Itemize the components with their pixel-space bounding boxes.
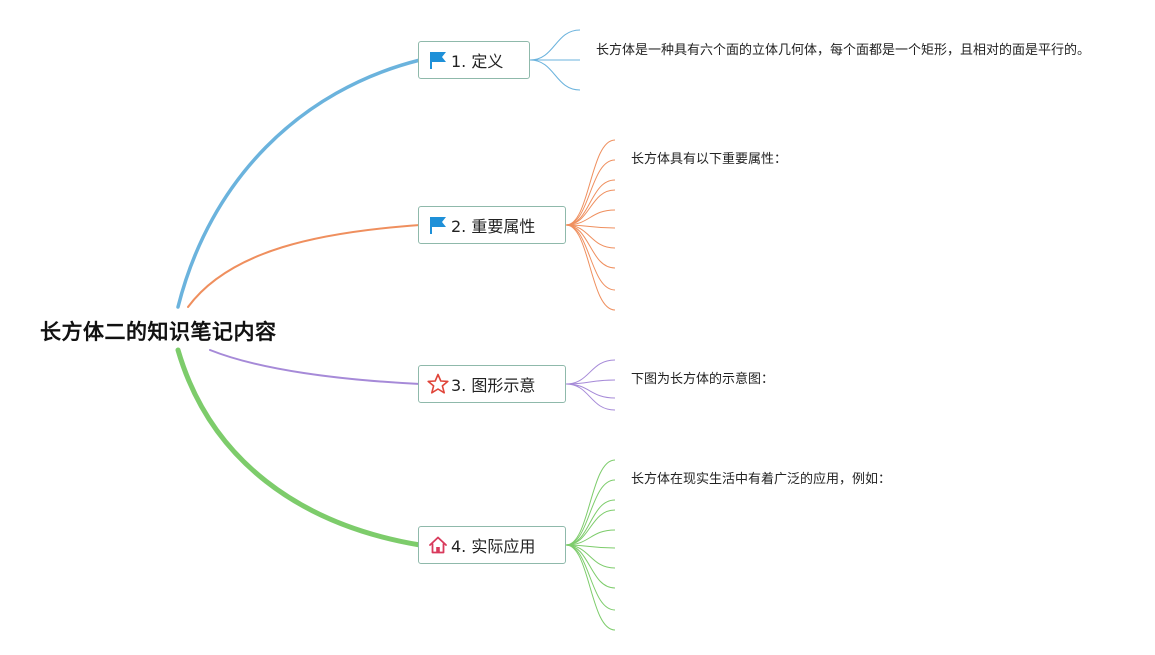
- branch-connector-diagram: [209, 349, 421, 385]
- flag-icon: [427, 49, 449, 71]
- topic-label: 2. 重要属性: [451, 217, 536, 236]
- diagram-leaf-connectors: [565, 359, 616, 411]
- topic-label: 4. 实际应用: [451, 537, 536, 556]
- star-icon: [427, 373, 449, 395]
- topic-label: 3. 图形示意: [451, 376, 536, 395]
- branch-connector-definition: [176, 58, 422, 309]
- root-topic[interactable]: 长方体二的知识笔记内容: [40, 320, 277, 344]
- application-leaf-connectors: [565, 459, 616, 631]
- application-note: 长方体在现实生活中有着广泛的应用，例如：: [631, 472, 892, 487]
- definition-leaf-connectors: [529, 29, 581, 91]
- home-icon: [427, 534, 449, 556]
- topic-definition[interactable]: 1. 定义: [418, 41, 530, 79]
- diagram-note: 下图为长方体的示意图：: [631, 372, 775, 387]
- branch-connector-application: [175, 347, 423, 548]
- properties-note: 长方体具有以下重要属性：: [631, 152, 788, 167]
- topic-label: 1. 定义: [451, 52, 504, 71]
- topic-properties[interactable]: 2. 重要属性: [418, 206, 566, 244]
- flag-icon: [427, 214, 449, 236]
- branch-connector-properties: [187, 224, 421, 308]
- properties-leaf-connectors: [565, 139, 616, 311]
- definition-note: 长方体是一种具有六个面的立体几何体，每个面都是一个矩形，且相对的面是平行的。: [596, 43, 1091, 58]
- topic-application[interactable]: 4. 实际应用: [418, 526, 566, 564]
- topic-diagram[interactable]: 3. 图形示意: [418, 365, 566, 403]
